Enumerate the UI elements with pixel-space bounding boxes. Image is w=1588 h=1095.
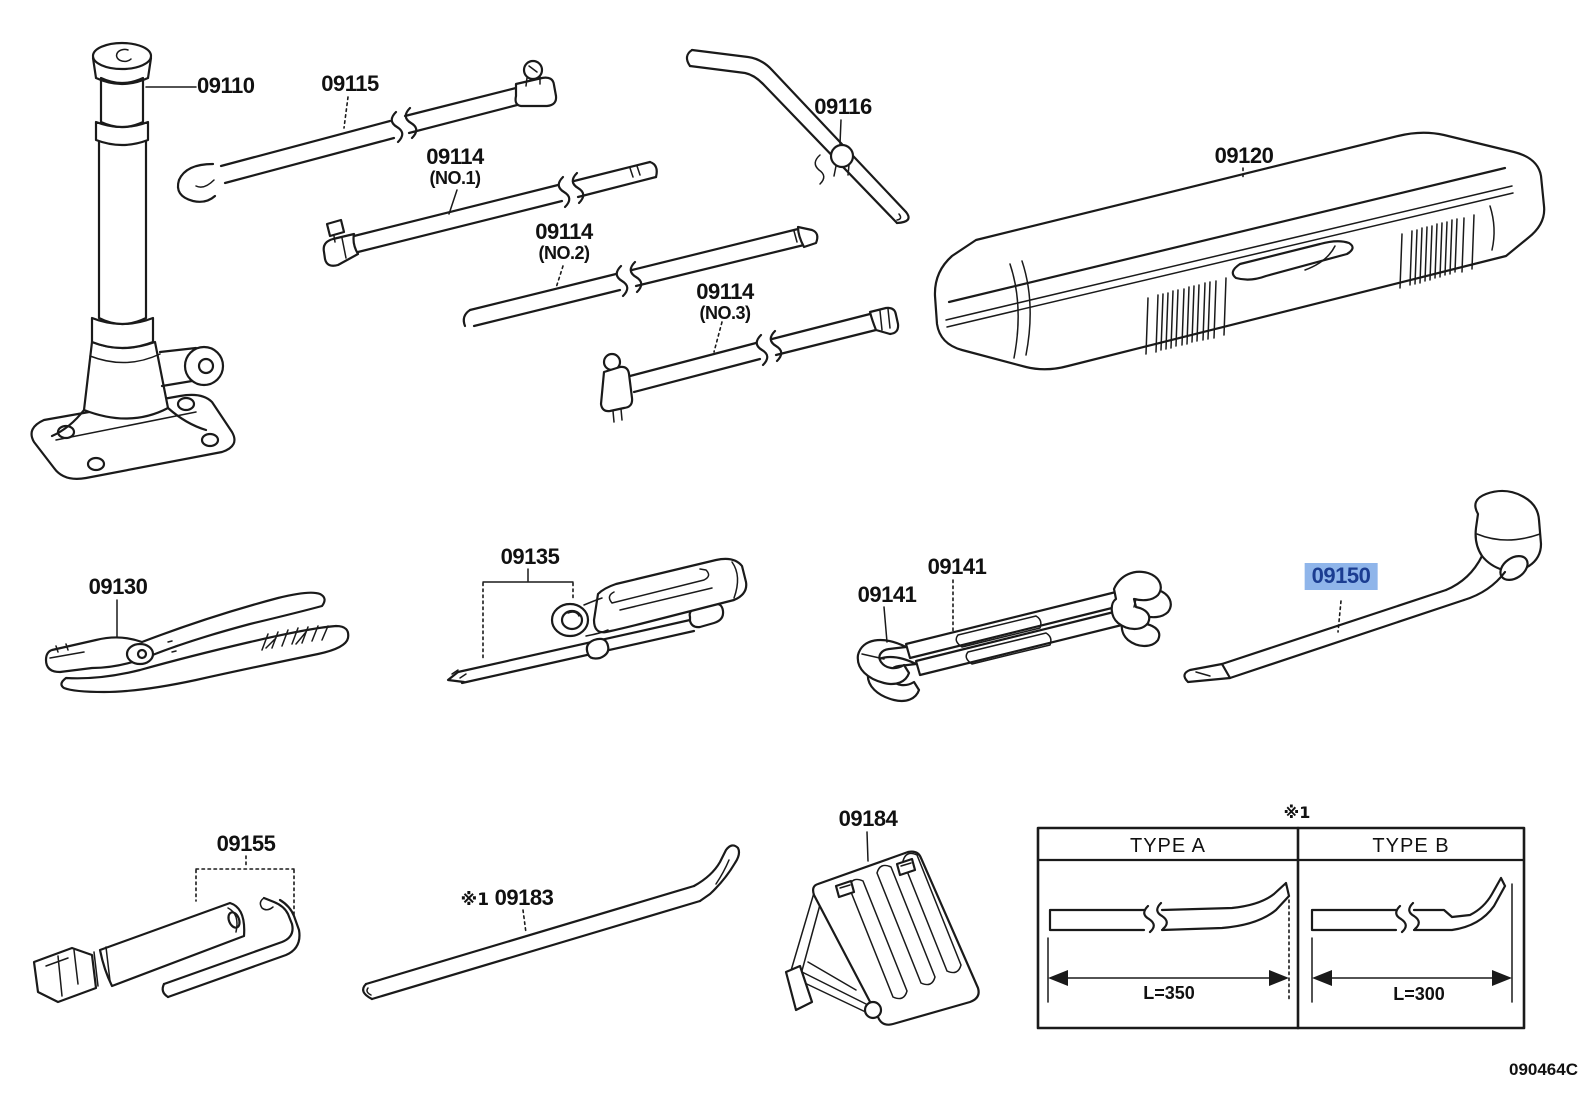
handle-extension-art <box>32 896 301 1004</box>
wheel-nut-wrench-art <box>1183 489 1543 684</box>
part-label-09141-a[interactable]: 09141 <box>857 582 917 607</box>
spec-table-art <box>1036 826 1526 1030</box>
leader-lines <box>116 86 1342 934</box>
part-label-09115[interactable]: 09115 <box>321 71 379 96</box>
jack-handle-bar-art <box>362 844 741 1001</box>
part-number-suffix: (NO.1) <box>429 168 482 188</box>
part-label-09110[interactable]: 09110 <box>197 73 255 98</box>
part-label-09183[interactable]: ※1 09183 <box>461 887 554 909</box>
extension-bar-no3-art <box>599 306 900 423</box>
part-label-09114-no1[interactable]: 09114 (NO.1) <box>426 144 484 188</box>
footnote-mark: ※1 <box>460 890 490 910</box>
wheel-chock-art <box>784 850 980 1026</box>
part-label-09114-no2[interactable]: 09114 (NO.2) <box>535 219 593 263</box>
part-label-09135[interactable]: 09135 <box>500 544 560 569</box>
extension-bar-no1-art <box>322 160 658 267</box>
spec-table-header-type-a: TYPE A <box>1129 835 1207 857</box>
tool-bag-art <box>933 131 1546 371</box>
part-number: 09114 <box>535 219 593 244</box>
wrenches-art <box>856 570 1172 703</box>
jack-art <box>30 41 236 480</box>
extension-bar-no2-art <box>462 225 819 328</box>
part-label-09150-selected[interactable]: 09150 <box>1304 563 1378 590</box>
clip-rod-art <box>685 48 910 225</box>
part-number: 09114 <box>696 279 754 304</box>
part-number: 09114 <box>426 144 484 169</box>
part-label-09130[interactable]: 09130 <box>88 574 148 599</box>
diagram-code: 090464C <box>1508 1060 1578 1079</box>
screwdriver-art <box>446 557 748 685</box>
hook-bar-art <box>176 59 558 203</box>
part-number-suffix: (NO.2) <box>538 243 591 263</box>
spec-table-dimension-type-b: L=300 <box>1393 984 1445 1004</box>
spec-table-dimension-type-a: L=350 <box>1143 983 1195 1003</box>
spec-table-footnote-mark: ※1 <box>1283 803 1311 822</box>
part-number-suffix: (NO.3) <box>699 303 752 323</box>
pliers-art <box>44 591 350 694</box>
part-label-09184[interactable]: 09184 <box>838 806 898 831</box>
part-label-09120[interactable]: 09120 <box>1214 143 1274 168</box>
part-number: 09183 <box>494 885 554 910</box>
part-label-09155[interactable]: 09155 <box>216 831 276 856</box>
part-label-09116[interactable]: 09116 <box>814 94 872 119</box>
spec-table-header-type-b: TYPE B <box>1372 835 1450 857</box>
part-label-09114-no3[interactable]: 09114 (NO.3) <box>696 279 754 323</box>
part-label-09141-b[interactable]: 09141 <box>927 554 987 579</box>
